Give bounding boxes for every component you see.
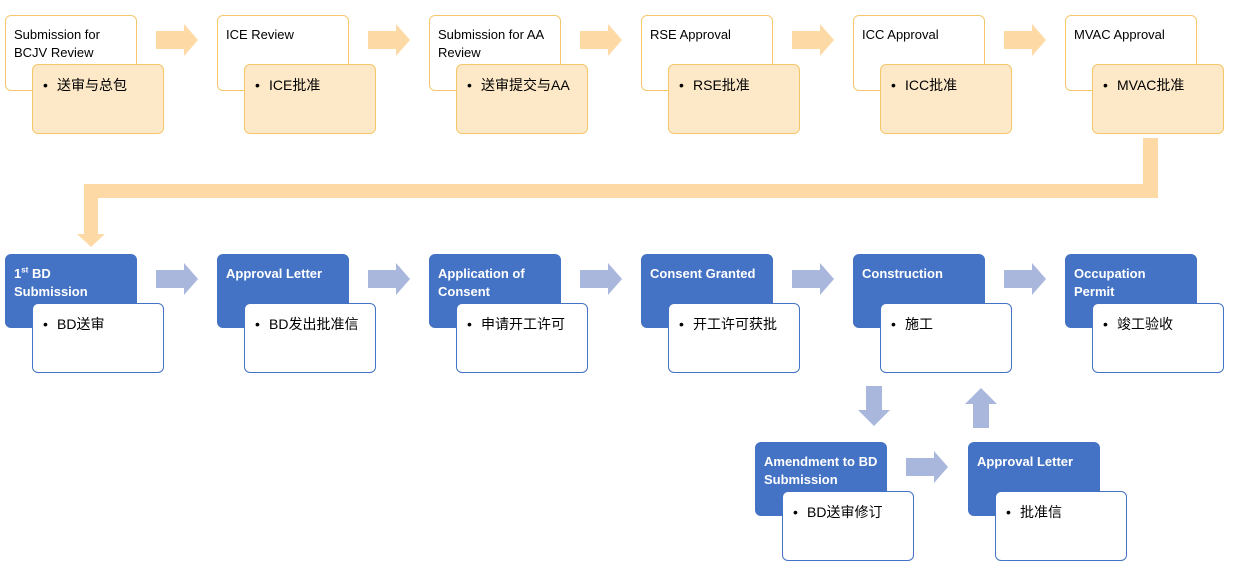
bullet-text: RSE批准 [693, 77, 750, 93]
bullet-icon: • [1103, 77, 1108, 93]
bullet-icon: • [891, 316, 896, 332]
arrow-up-icon [965, 388, 997, 428]
arrow-right-icon [792, 24, 834, 56]
step-detail: • ICC批准 [880, 64, 1012, 134]
arrow-right-icon [906, 451, 948, 483]
bullet-text: 施工 [905, 316, 933, 332]
bullet-text: MVAC批准 [1117, 77, 1185, 93]
step-detail: • ICE批准 [244, 64, 376, 134]
step-detail: • RSE批准 [668, 64, 800, 134]
step-detail: • 施工 [880, 303, 1012, 373]
step-detail: • 送审与总包 [32, 64, 164, 134]
bullet-text: ICE批准 [269, 77, 321, 93]
bullet-icon: • [43, 316, 48, 332]
bullet-text: BD发出批准信 [269, 316, 359, 332]
bullet-icon: • [255, 316, 260, 332]
arrow-right-icon [156, 263, 198, 295]
step-detail: • 开工许可获批 [668, 303, 800, 373]
step-detail: • 申请开工许可 [456, 303, 588, 373]
bullet-text: 送审与总包 [57, 77, 127, 93]
bullet-text: ICC批准 [905, 77, 958, 93]
step-detail: • BD送审 [32, 303, 164, 373]
bullet-text: BD送审修订 [807, 504, 883, 520]
arrow-right-icon [580, 24, 622, 56]
step-detail: • 送审提交与AA [456, 64, 588, 134]
bullet-text: 批准信 [1020, 504, 1062, 520]
bullet-icon: • [467, 316, 472, 332]
step-detail: • BD发出批准信 [244, 303, 376, 373]
bullet-icon: • [43, 77, 48, 93]
bullet-text: 开工许可获批 [693, 316, 777, 332]
bullet-text: BD送审 [57, 316, 105, 332]
arrow-right-icon [156, 24, 198, 56]
bullet-icon: • [891, 77, 896, 93]
arrow-right-icon [1004, 24, 1046, 56]
step-detail: • 竣工验收 [1092, 303, 1224, 373]
arrow-right-icon [580, 263, 622, 295]
bullet-text: 竣工验收 [1117, 316, 1173, 332]
arrow-right-icon [792, 263, 834, 295]
step-detail: • MVAC批准 [1092, 64, 1224, 134]
bullet-text: 送审提交与AA [481, 77, 570, 93]
arrow-right-icon [368, 24, 410, 56]
bullet-icon: • [679, 316, 684, 332]
bullet-icon: • [679, 77, 684, 93]
step-detail: • 批准信 [995, 491, 1127, 561]
connector-arrow-icon [77, 138, 1158, 247]
arrow-right-icon [1004, 263, 1046, 295]
step-detail: • BD送审修订 [782, 491, 914, 561]
bullet-icon: • [467, 77, 472, 93]
arrow-right-icon [368, 263, 410, 295]
bullet-icon: • [255, 77, 260, 93]
bullet-icon: • [1006, 504, 1011, 520]
bullet-icon: • [793, 504, 798, 520]
bullet-text: 申请开工许可 [481, 316, 565, 332]
arrow-down-icon [858, 386, 890, 426]
bullet-icon: • [1103, 316, 1108, 332]
